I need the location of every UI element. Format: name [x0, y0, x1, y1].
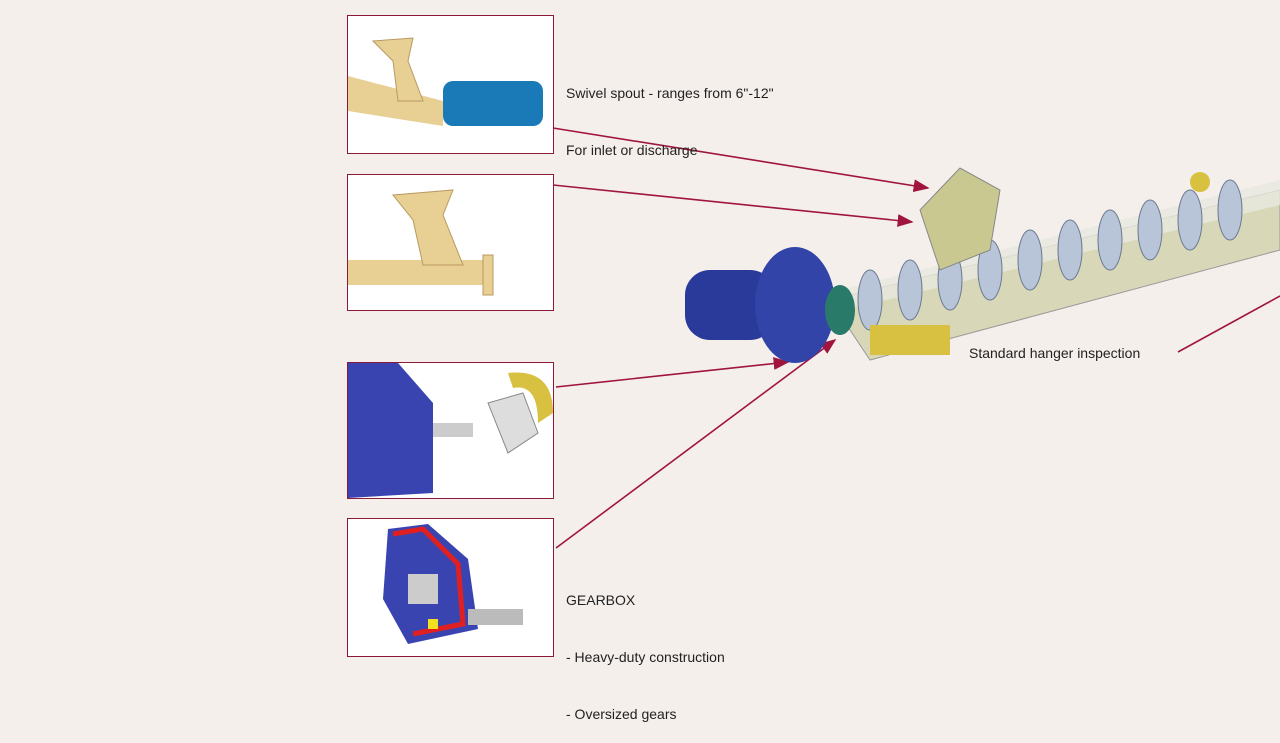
gearbox-line1: - Heavy-duty construction [566, 649, 725, 665]
image-swivel-spout-motor [347, 15, 554, 154]
gearbox-title: GEARBOX [566, 592, 636, 608]
swivel-line1: Swivel spout - ranges from 6"-12" [566, 85, 774, 101]
image-gearbox-cutaway [347, 518, 554, 657]
image-swivel-spout [347, 174, 554, 311]
screw-conveyor-illustration [685, 167, 1280, 363]
arrow-gearbox [555, 339, 837, 549]
arrow-swivel-2 [552, 184, 914, 227]
label-swivel-spout: Swivel spout - ranges from 6"-12" For in… [566, 46, 774, 179]
swivel-line2: For inlet or discharge [566, 142, 698, 158]
callout-lines [552, 127, 1280, 549]
label-gearbox: GEARBOX - Heavy-duty construction - Over… [566, 553, 725, 743]
gearbox-line2: - Oversized gears [566, 706, 677, 722]
image-coupling [347, 362, 554, 499]
arrow-coupling [555, 357, 790, 388]
label-hanger: Standard hanger inspection [969, 345, 1141, 361]
arrow-swivel-1 [552, 127, 930, 193]
line-hanger [1177, 295, 1280, 353]
